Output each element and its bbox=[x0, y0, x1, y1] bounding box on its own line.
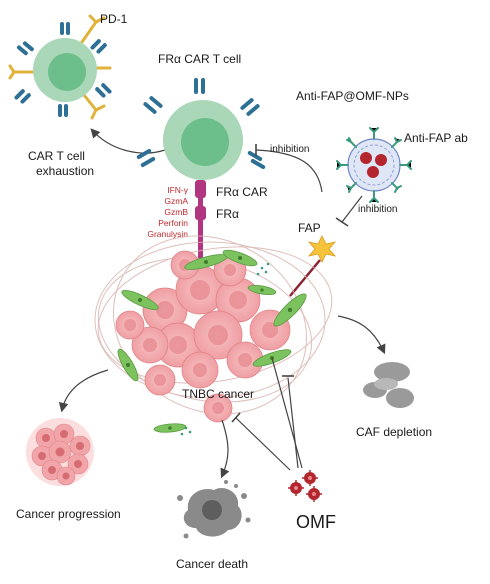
cancer-death-label: Cancer death bbox=[176, 557, 248, 571]
fra-receptor bbox=[195, 206, 206, 220]
fap-label: FAP bbox=[298, 221, 321, 235]
arrow-to-exhaustion bbox=[90, 128, 166, 154]
arrow-to-cancer-death bbox=[220, 419, 230, 479]
cytokine-item: IFN-γ bbox=[167, 185, 189, 195]
omf-inhibition-lines bbox=[231, 357, 303, 471]
caf-depletion-label: CAF depletion bbox=[356, 425, 432, 439]
arrow-to-caf-depletion bbox=[337, 315, 386, 355]
exhaustion-label-line1: CAR T cell bbox=[28, 149, 85, 163]
nanoparticle-title: Anti-FAP@OMF-NPs bbox=[296, 89, 409, 103]
cytokine-item: Granulysin bbox=[147, 229, 188, 239]
fra-label: FRα bbox=[216, 207, 239, 221]
cytokine-item: GzmA bbox=[164, 196, 188, 206]
car-t-cell-label: FRα CAR T cell bbox=[158, 52, 241, 66]
arrow-to-progression bbox=[58, 369, 109, 413]
inhibition-top-label: inhibition bbox=[270, 144, 309, 155]
pd1-label: PD-1 bbox=[100, 12, 128, 26]
cytokine-item: GzmB bbox=[164, 207, 188, 217]
exhausted-car-t-cell bbox=[8, 14, 112, 120]
fra-car-receptor bbox=[195, 180, 206, 198]
omf-label: OMF bbox=[296, 512, 336, 532]
anti-fap-nanoparticle bbox=[336, 127, 412, 203]
caf-depletion-icon bbox=[363, 362, 414, 408]
anti-fap-ab-label: Anti-FAP ab bbox=[404, 131, 468, 145]
cancer-death-icon bbox=[177, 480, 251, 539]
exhaustion-label-line2: exhaustion bbox=[36, 164, 94, 178]
cancer-progression-label: Cancer progression bbox=[16, 507, 121, 521]
tnbc-tumor-mass bbox=[94, 235, 333, 436]
inhibition-np-line bbox=[341, 195, 363, 223]
fap-star-icon bbox=[307, 235, 337, 263]
omf-particles-icon bbox=[288, 470, 322, 502]
car-t-cell bbox=[136, 78, 266, 268]
fra-car-label: FRα CAR bbox=[216, 185, 268, 199]
inhibition-top-line bbox=[255, 149, 323, 193]
cancer-progression-icon bbox=[26, 418, 94, 486]
tnbc-label: TNBC cancer bbox=[182, 387, 254, 401]
inhibition-np-label: inhibition bbox=[358, 204, 397, 215]
cytokine-item: Perforin bbox=[158, 218, 188, 228]
